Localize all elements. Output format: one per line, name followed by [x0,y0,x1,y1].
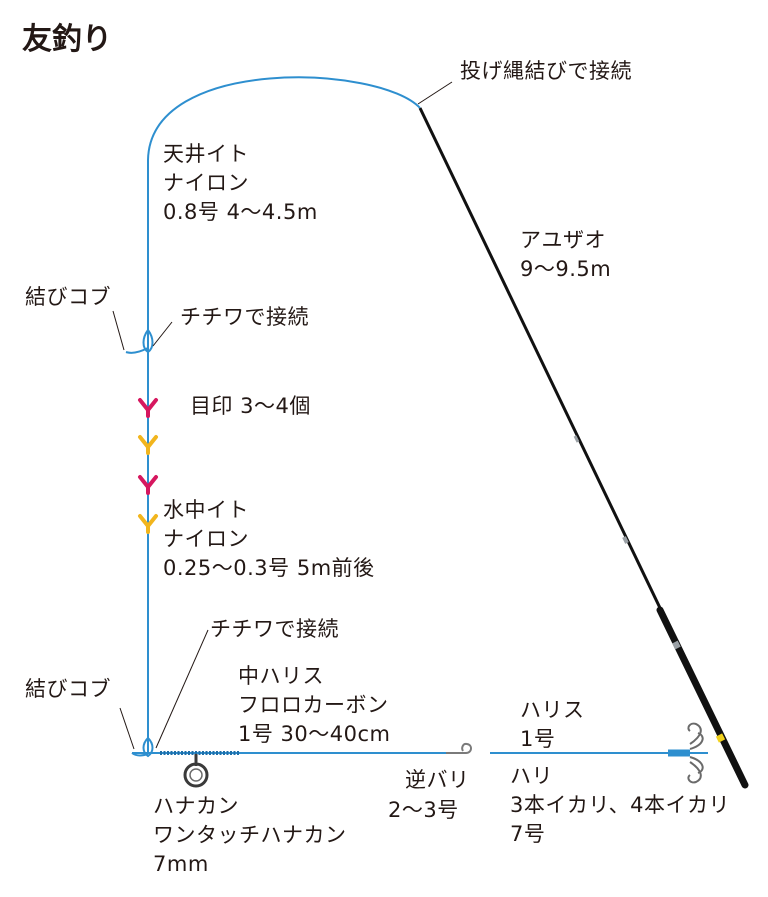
tenjo-material-label: ナイロン [163,171,249,195]
pointer-line [152,321,173,347]
hanakan-size-label: 7mm [153,852,209,876]
suichu-spec-label: 0.25～0.3号 5m前後 [163,556,375,580]
naka-harisu-material-label: フロロカーボン [238,693,389,717]
hanakan-icon [183,754,209,788]
pointer-line [155,629,209,749]
naka-harisu-name-label: 中ハリス [238,664,324,688]
tenjo-ito-line [147,76,421,342]
marker-red-icon [138,475,158,495]
hari-type-label: 3本イカリ、4本イカリ [510,793,730,817]
chichiwa-bottom-label: チチワで接続 [210,617,339,641]
pointer-line [119,707,135,750]
marker-red-icon [138,398,158,418]
sakabari-name-label: 逆バリ [405,768,470,792]
rod-butt [656,606,749,789]
chichiwa-loop-icon [142,329,154,354]
sakabari-size-label: 2～3号 [388,798,459,822]
suichu-name-label: 水中イト [163,498,249,522]
chichiwa-top-label: チチワで接続 [180,305,309,329]
rod-grip-mark [715,733,726,743]
tenjo-spec-label: 0.8号 4～4.5m [163,200,318,224]
knot-icon [131,752,149,757]
tenjo-knot-label: 投げ縄結びで接続 [460,59,632,83]
pointer-line [112,310,125,351]
hanakan-name-label: ハナカン [153,794,239,818]
pointer-line [417,81,453,105]
marker-yellow-icon [138,514,158,534]
ikari-hook-icon [687,761,702,784]
harisu-size-label: 1号 [520,727,556,751]
hari-name-label: ハリ [510,764,553,788]
ikari-hook-icon [689,756,704,774]
rod-name-label: アユザオ [520,228,606,252]
tenjo-name-label: 天井イト [163,142,249,166]
ikari-hook-icon [687,722,702,745]
sakabari-icon [446,742,472,754]
rod-section-mark [573,435,580,443]
rod-length-label: 9～9.5m [520,257,612,281]
suichu-material-label: ナイロン [163,527,249,551]
rod-section-mark [672,640,681,650]
page-title: 友釣り [22,22,112,57]
naka-harisu-spec-label: 1号 30～40cm [238,722,391,746]
chichiwa-loop-icon [142,737,154,758]
hanakan-type-label: ワンタッチハナカン [153,823,347,847]
harisu-name-label: ハリス [520,698,585,722]
hanakan-inner [189,768,203,782]
marker-yellow-icon [138,435,158,455]
hari-size-label: 7号 [510,822,546,846]
ikari-hook-icon [689,732,704,750]
marker-label: 目印 3～4個 [190,394,311,418]
rod-section-mark [622,536,629,544]
knot-top-label: 結びコブ [25,285,111,309]
knot-bottom-label: 結びコブ [25,677,111,701]
